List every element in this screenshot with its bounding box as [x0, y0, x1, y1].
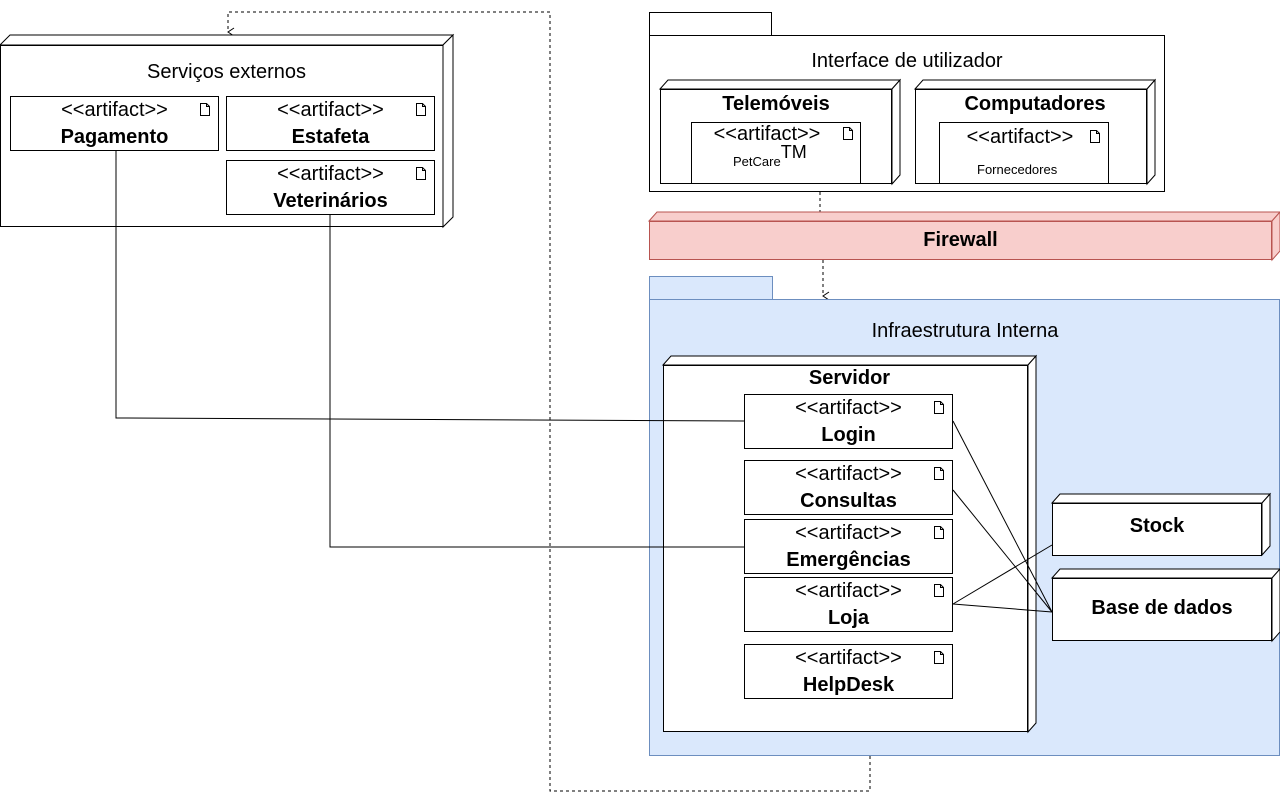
product-name: PetCare [733, 154, 781, 169]
internal-package-title: Infraestrutura Interna [871, 320, 1059, 342]
artifact-consultas[interactable]: <<artifact>> Consultas [744, 460, 953, 515]
artifact-name: Emergências [786, 549, 911, 571]
artifact-name: Estafeta [291, 126, 370, 148]
artifact-stereotype: <<artifact>> [277, 99, 384, 121]
dependency-loop-connector [227, 11, 871, 792]
database-node [1050, 568, 1280, 643]
file-icon [934, 651, 944, 664]
artifact-stereotype: <<artifact>> [795, 463, 902, 485]
loja-database-connector [952, 603, 1053, 613]
loja-stock-connector [952, 544, 1053, 605]
phones-artifact-label: PetCareTM [733, 142, 807, 171]
computers-node-title: Computadores [964, 93, 1106, 115]
file-icon [934, 526, 944, 539]
file-icon [934, 401, 944, 414]
file-icon [843, 127, 853, 140]
artifact-stereotype: <<artifact>> [277, 163, 384, 185]
artifact-veterinarios[interactable]: <<artifact>> Veterinários [226, 160, 435, 215]
file-icon [200, 103, 210, 116]
phones-artifact-stereotype: <<artifact>> [713, 123, 821, 145]
computers-artifact-label: Fornecedores [977, 162, 1058, 177]
firewall-node [647, 211, 1280, 262]
file-icon [416, 103, 426, 116]
artifact-name: Consultas [800, 490, 897, 512]
artifact-name: Loja [827, 607, 870, 629]
file-icon [934, 467, 944, 480]
artifact-stereotype: <<artifact>> [795, 647, 902, 669]
artifact-name: Pagamento [60, 126, 169, 148]
artifact-emergencias[interactable]: <<artifact>> Emergências [744, 519, 953, 574]
artifact-name: Veterinários [273, 190, 388, 212]
artifact-estafeta[interactable]: <<artifact>> Estafeta [226, 96, 435, 151]
artifact-helpdesk[interactable]: <<artifact>> HelpDesk [744, 644, 953, 699]
file-icon [416, 167, 426, 180]
firewall-label: Firewall [923, 229, 998, 251]
database-label: Base de dados [1091, 597, 1233, 619]
file-icon [934, 584, 944, 597]
computers-artifact-stereotype: <<artifact>> [966, 126, 1074, 148]
artifact-stereotype: <<artifact>> [795, 580, 902, 602]
external-services-title: Serviços externos [147, 61, 306, 83]
ui-package-title: Interface de utilizador [811, 50, 1003, 72]
artifact-stereotype: <<artifact>> [61, 99, 168, 121]
artifact-pagamento[interactable]: <<artifact>> Pagamento [10, 96, 219, 151]
server-node-title: Servidor [808, 367, 891, 389]
file-icon [1090, 130, 1100, 143]
artifact-loja[interactable]: <<artifact>> Loja [744, 577, 953, 632]
artifact-login[interactable]: <<artifact>> Login [744, 394, 953, 449]
computers-node [913, 78, 1157, 186]
artifact-name: Login [821, 424, 876, 446]
trademark-mark: TM [780, 142, 807, 162]
stock-node [1050, 492, 1272, 557]
login-database-connector [952, 420, 1053, 613]
pagamento-login-connector [115, 150, 745, 422]
stock-label: Stock [1129, 515, 1185, 537]
artifact-name: HelpDesk [802, 674, 895, 696]
artifact-stereotype: <<artifact>> [795, 397, 902, 419]
artifact-stereotype: <<artifact>> [795, 522, 902, 544]
association-lines [115, 150, 1053, 613]
phones-node [658, 78, 902, 186]
consultas-database-connector [952, 489, 1053, 613]
veterinarios-emergencias-connector [329, 214, 744, 548]
phones-node-title: Telemóveis [722, 93, 830, 115]
